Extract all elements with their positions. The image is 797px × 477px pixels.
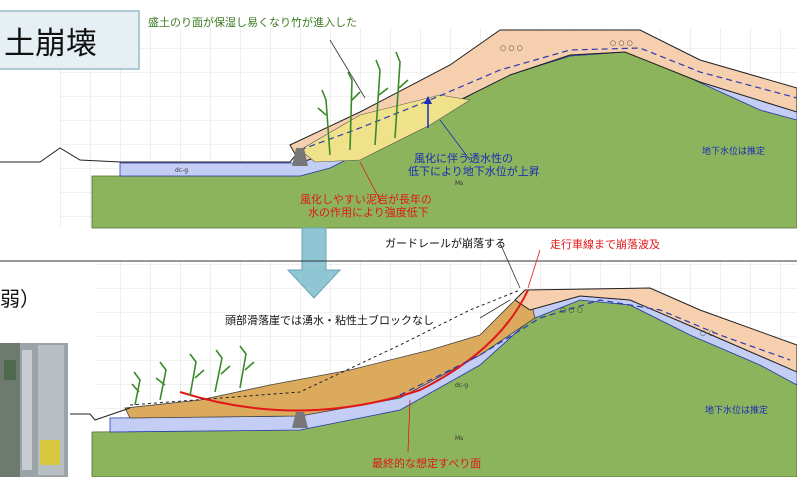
svg-text:○ ○ ○: ○ ○ ○ xyxy=(610,39,633,47)
slip-surface xyxy=(179,289,529,412)
upper-bamboo xyxy=(317,51,409,156)
lane-note: 走行車線まで崩落波及 xyxy=(550,238,660,251)
permeability-note-line-2: 低下により地下水位が上昇 xyxy=(408,165,540,178)
weathering-note-line-2: 水の作用により強度低下 xyxy=(308,206,429,219)
svg-text:○ ○: ○ ○ xyxy=(700,329,714,337)
lower-groundwater-note: 地下水位は推定 xyxy=(705,406,769,416)
svg-text:○ ○ ○: ○ ○ ○ xyxy=(500,44,523,52)
photo-thumbnail xyxy=(0,343,68,477)
lower-bamboo xyxy=(131,345,255,406)
lower-embankment-fill xyxy=(514,287,797,373)
left-label: 弱） xyxy=(0,287,40,311)
weathering-note: 風化しやすい泥岩が長年の 水の作用により強度低下 xyxy=(300,193,432,219)
vegetation-note: 盛土のり面が保湿し易くなり竹が進入した xyxy=(148,16,357,29)
permeability-note: 風化に伴う透水性の 低下により地下水位が上昇 xyxy=(408,152,540,178)
upper-ground-line xyxy=(0,147,301,163)
svg-text:○ ○ ○: ○ ○ ○ xyxy=(560,306,583,314)
lower-cross-section: ○ ○ ○ ○ ○ dc-g Ms xyxy=(70,242,797,477)
svg-text:dc-g: dc-g xyxy=(455,382,468,389)
title-text: 土崩壊 xyxy=(4,25,97,62)
upper-cross-section: ○ ○ ○ ○ ○ ○ dc-g Ms xyxy=(0,28,797,229)
weathering-note-line-1: 風化しやすい泥岩が長年の xyxy=(300,193,432,206)
lower-retaining-wall xyxy=(292,412,308,428)
lower-groundwater-line xyxy=(399,299,791,396)
svg-text:Ms: Ms xyxy=(455,435,463,442)
guardrail-note: ガードレールが崩落する xyxy=(385,237,506,250)
upper-retaining-wall xyxy=(292,148,308,166)
svg-text:Ms: Ms xyxy=(455,180,463,187)
upper-groundwater-line xyxy=(299,47,797,151)
lower-ground-line xyxy=(70,407,131,421)
permeability-note-line-1: 風化に伴う透水性の xyxy=(414,152,513,165)
scarp-note: 頭部滑落崖では湧水・粘性土ブロックなし xyxy=(225,314,434,327)
upper-groundwater-note: 地下水位は推定 xyxy=(702,147,766,157)
slip-surface-note: 最終的な想定すべり面 xyxy=(372,457,482,470)
title-box: 土崩壊 xyxy=(0,10,140,70)
svg-text:dc-g: dc-g xyxy=(175,167,188,174)
